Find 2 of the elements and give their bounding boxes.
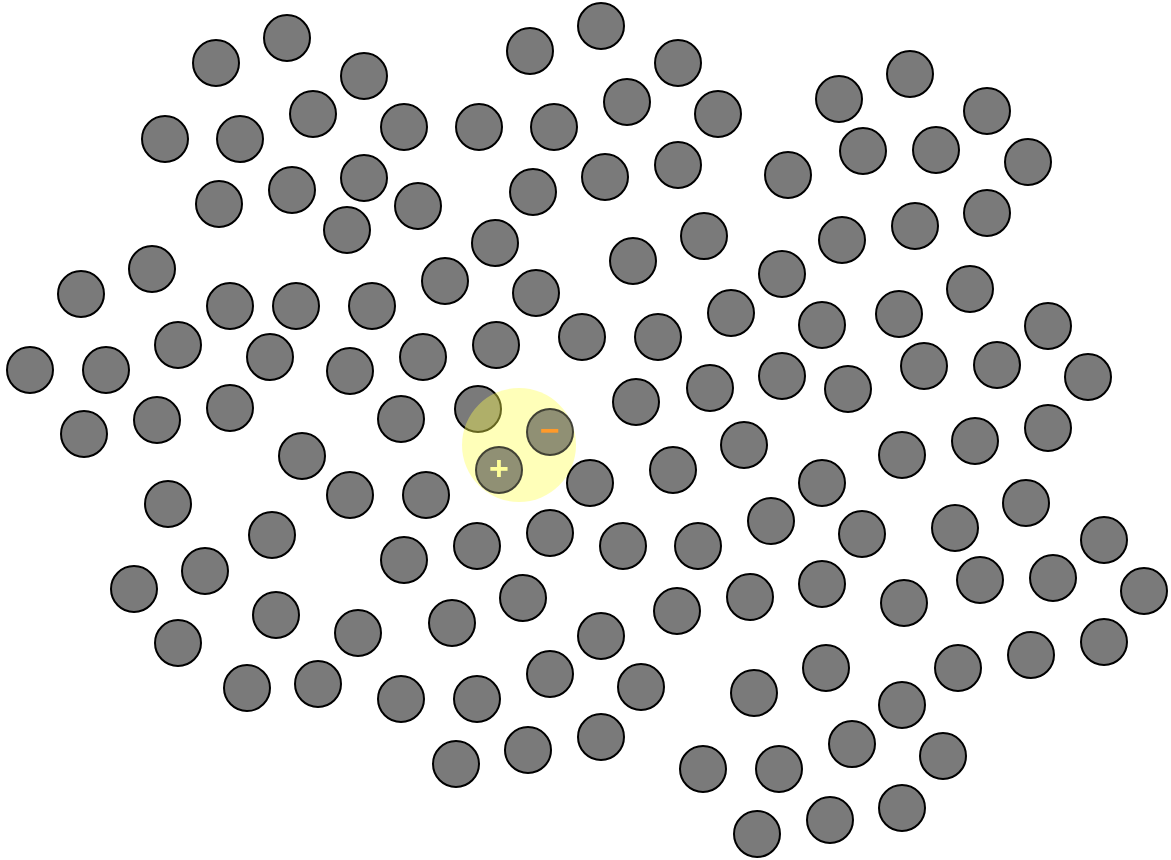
charged-particle: − [526,408,574,456]
charged-particle: + [475,446,523,494]
